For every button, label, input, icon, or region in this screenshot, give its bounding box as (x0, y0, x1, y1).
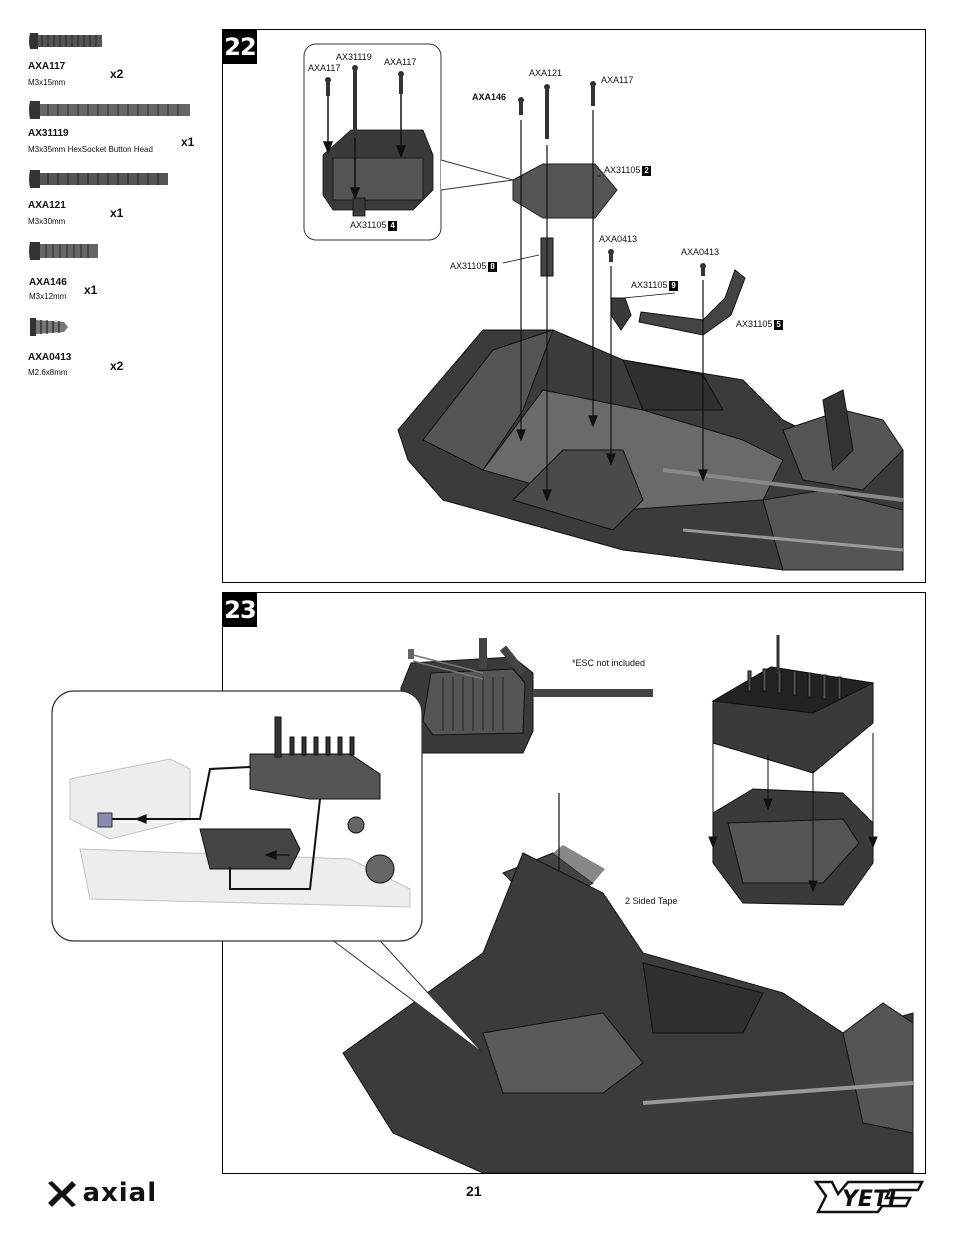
yeti-logo: YETI (812, 1176, 926, 1221)
esc-note: *ESC not included (572, 658, 646, 668)
part-qty: x2 (110, 359, 124, 373)
part-qty: x1 (110, 206, 124, 220)
page-number: 21 (466, 1183, 482, 1199)
part-size: M3x15mm (28, 78, 66, 87)
wire-routing-callout (51, 690, 423, 942)
label-axa0413-a: AXA0413 (599, 234, 638, 244)
step-22-panel: 22 (222, 29, 926, 583)
part-code: AXA146 (29, 277, 67, 288)
part-qty: x1 (84, 283, 98, 297)
part-size: M3x35mm HexSocket Button Head (28, 145, 153, 154)
screw-icon (29, 33, 102, 49)
label-axa121: AXA121 (529, 68, 563, 78)
screw-icon (29, 242, 98, 260)
label-axa0413-b: AXA0413 (681, 247, 720, 257)
part-size: M3x12mm (29, 292, 67, 301)
part-code: AXA0413 (28, 352, 72, 363)
step-number: 22 (223, 30, 257, 64)
screw-icon (29, 170, 168, 188)
label-ax31119-inset: AX31119 (336, 52, 372, 62)
yeti-logo-icon: YETI (813, 1180, 925, 1214)
part-size: M2.6x8mm (28, 368, 68, 377)
part-code: AX31119 (28, 128, 69, 139)
label-axa117-inset-right: AXA117 (384, 57, 417, 67)
chassis-diagram-23 (322, 635, 914, 1173)
part-code: AXA121 (28, 200, 66, 211)
tape-label: 2 Sided Tape (625, 896, 678, 906)
label-axa146: AXA146 (472, 92, 507, 102)
screw-icon (30, 318, 68, 336)
label-axa117: AXA117 (601, 75, 634, 85)
brand-name: axial (82, 1178, 158, 1208)
part-qty: x1 (181, 135, 195, 149)
chassis-diagram-22 (303, 43, 904, 571)
screw-icon (29, 101, 190, 119)
axial-logo: axial (46, 1177, 157, 1209)
part-qty: x2 (110, 67, 124, 81)
step-number: 23 (223, 593, 257, 627)
label-axa117-inset-left: AXA117 (308, 63, 341, 73)
axial-logo-icon (48, 1181, 76, 1207)
part-size: M3x30mm (28, 217, 66, 226)
model-name: YETI (842, 1187, 896, 1212)
part-code: AXA117 (28, 61, 66, 72)
